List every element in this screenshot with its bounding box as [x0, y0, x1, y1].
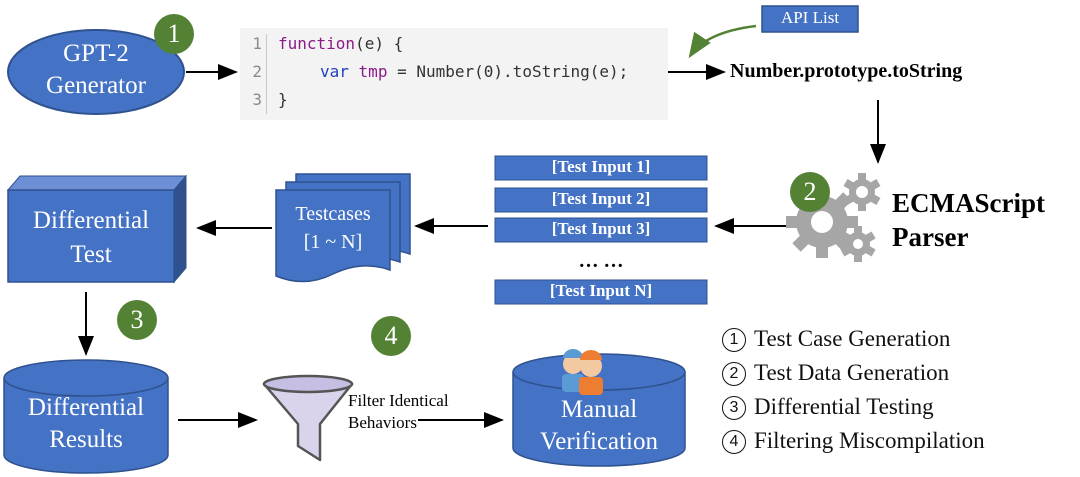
parser-line1: ECMAScript — [892, 188, 1045, 218]
manual-line1: Manual — [560, 396, 638, 423]
step-badge-3: 3 — [117, 300, 157, 340]
funnel-icon — [262, 374, 354, 462]
parser-label: ECMAScript Parser — [892, 186, 1045, 254]
api-list-box — [761, 5, 859, 33]
legend-item-1: 1 Test Case Generation — [722, 326, 950, 352]
legend-text-2: Test Data Generation — [754, 360, 950, 385]
test-input-2: [Test Input 2] — [551, 189, 651, 208]
manual-line2: Verification — [539, 428, 658, 455]
filter-line2: Behaviors — [348, 413, 417, 432]
legend-item-4: 4 Filtering Miscompilation — [722, 428, 985, 454]
api-name: Number.prototype.toString — [730, 60, 963, 82]
differential-results-line1: Differential — [27, 394, 145, 421]
test-input-ellipsis: … … — [578, 250, 624, 272]
code-gutter — [266, 34, 267, 114]
legend-text-1: Test Case Generation — [754, 326, 951, 351]
test-input-3: [Test Input 3] — [551, 219, 651, 238]
differential-test-block — [6, 174, 188, 284]
step-badge-2: 2 — [790, 172, 830, 212]
manual-label: Manual Verification — [513, 394, 685, 458]
line-number-2: 2 — [252, 62, 262, 81]
line-number-1: 1 — [252, 34, 262, 53]
code-line2-rest: = Number(0).toString(e); — [387, 62, 629, 81]
workers-icon — [562, 349, 603, 395]
step-badge-1: 1 — [154, 14, 194, 54]
legend-number-3: 3 — [722, 396, 746, 420]
code-line-2: var tmp = Number(0).toString(e); — [320, 62, 628, 81]
testcases-line2: [1 ~ N] — [303, 231, 363, 253]
differential-test-line1: Differential — [32, 207, 150, 234]
generator-ellipse — [7, 29, 185, 115]
parser-line2: Parser — [892, 222, 969, 252]
filter-label: Filter Identical Behaviors — [348, 390, 449, 434]
test-input-1: [Test Input 1] — [551, 157, 651, 176]
differential-results-cylinder — [3, 359, 169, 474]
legend-number-1: 1 — [722, 328, 746, 352]
differential-test-line2: Test — [70, 241, 112, 268]
legend-text-3: Differential Testing — [754, 394, 934, 419]
legend-text-4: Filtering Miscompilation — [754, 428, 985, 453]
generator-label: GPT-2 Generator — [8, 38, 184, 102]
generator-line2: Generator — [46, 72, 146, 99]
line-number-3: 3 — [252, 90, 262, 109]
legend-item-3: 3 Differential Testing — [722, 394, 934, 420]
differential-test-label: Differential Test — [8, 204, 174, 272]
api-list-label: API List — [780, 8, 840, 27]
differential-results-line2: Results — [49, 426, 123, 453]
testcases-doc-stack — [275, 173, 411, 283]
code-snippet: 1 2 3 function(e) { var tmp = Number(0).… — [240, 28, 668, 120]
differential-results-label: Differential Results — [4, 392, 168, 456]
generator-line1: GPT-2 — [63, 40, 129, 67]
testcases-line1: Testcases — [295, 203, 371, 225]
code-var-name: tmp — [358, 62, 388, 81]
legend-number-4: 4 — [722, 430, 746, 454]
test-input-bars — [494, 155, 708, 305]
legend-number-2: 2 — [722, 362, 746, 386]
filter-line1: Filter Identical — [348, 391, 449, 410]
code-line1-rest: (e) { — [355, 34, 404, 53]
code-line-3: } — [278, 90, 288, 109]
step-badge-4: 4 — [371, 316, 411, 356]
testcases-label: Testcases [1 ~ N] — [276, 200, 390, 256]
code-keyword-function: function — [278, 34, 356, 53]
code-line-1: function(e) { — [278, 34, 403, 53]
test-input-n: [Test Input N] — [549, 281, 653, 300]
code-keyword-var: var — [320, 62, 349, 81]
legend-item-2: 2 Test Data Generation — [722, 360, 949, 386]
arrow-api-list — [688, 24, 757, 59]
